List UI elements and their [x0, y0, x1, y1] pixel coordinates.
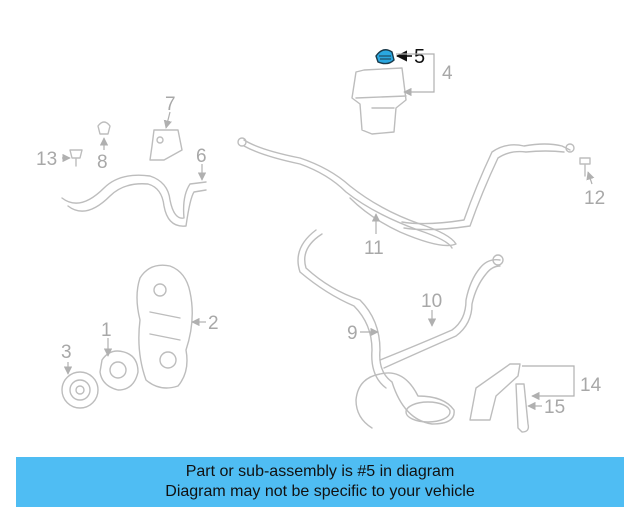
callout-7-leader	[163, 111, 172, 129]
reservoir-part	[351, 67, 407, 135]
callout-4-leader	[396, 53, 435, 97]
callout-10-label: 10	[421, 291, 442, 312]
bracket-part	[149, 129, 183, 161]
suction-hose-part	[61, 174, 207, 227]
callout-4-label: 4	[442, 63, 453, 84]
banner-line-part-number: Part or sub-assembly is #5 in diagram	[185, 463, 455, 480]
pressure-line-part	[379, 254, 504, 369]
parts-diagram: 5 4 11 12 7 8 13 6	[36, 46, 605, 433]
callout-2-label: 2	[208, 313, 219, 334]
stay-part	[515, 383, 530, 433]
banner-line-disclaimer: Diagram may not be specific to your vehi…	[165, 483, 475, 500]
clip-part	[69, 149, 83, 167]
callout-12-leader	[586, 171, 595, 185]
callout-13-label: 13	[36, 149, 57, 170]
callout-6-label: 6	[196, 146, 207, 167]
callout-14-label: 14	[580, 375, 602, 396]
power-steering-pump-part	[99, 350, 139, 391]
clamp-part	[97, 121, 111, 135]
callout-14-leader	[522, 365, 575, 401]
callout-12-label: 12	[584, 188, 605, 209]
callout-9-label: 9	[347, 323, 358, 344]
callout-1-label: 1	[101, 320, 112, 341]
mounting-bracket-part	[469, 363, 521, 421]
bolt-part	[579, 157, 591, 177]
callout-8-label: 8	[97, 152, 108, 173]
reservoir-cap-part[interactable]	[375, 49, 395, 65]
callout-5-label: 5	[414, 46, 425, 68]
pump-housing-part	[136, 264, 193, 389]
callout-11-label: 11	[364, 238, 384, 259]
callout-15-label: 15	[544, 397, 565, 418]
info-banner: Part or sub-assembly is #5 in diagram Di…	[16, 457, 624, 507]
return-hose-part	[237, 137, 575, 249]
callout-3-label: 3	[61, 342, 72, 363]
callout-7-label: 7	[165, 94, 176, 115]
pressure-hose-part	[297, 229, 455, 429]
pulley-part	[61, 371, 99, 409]
